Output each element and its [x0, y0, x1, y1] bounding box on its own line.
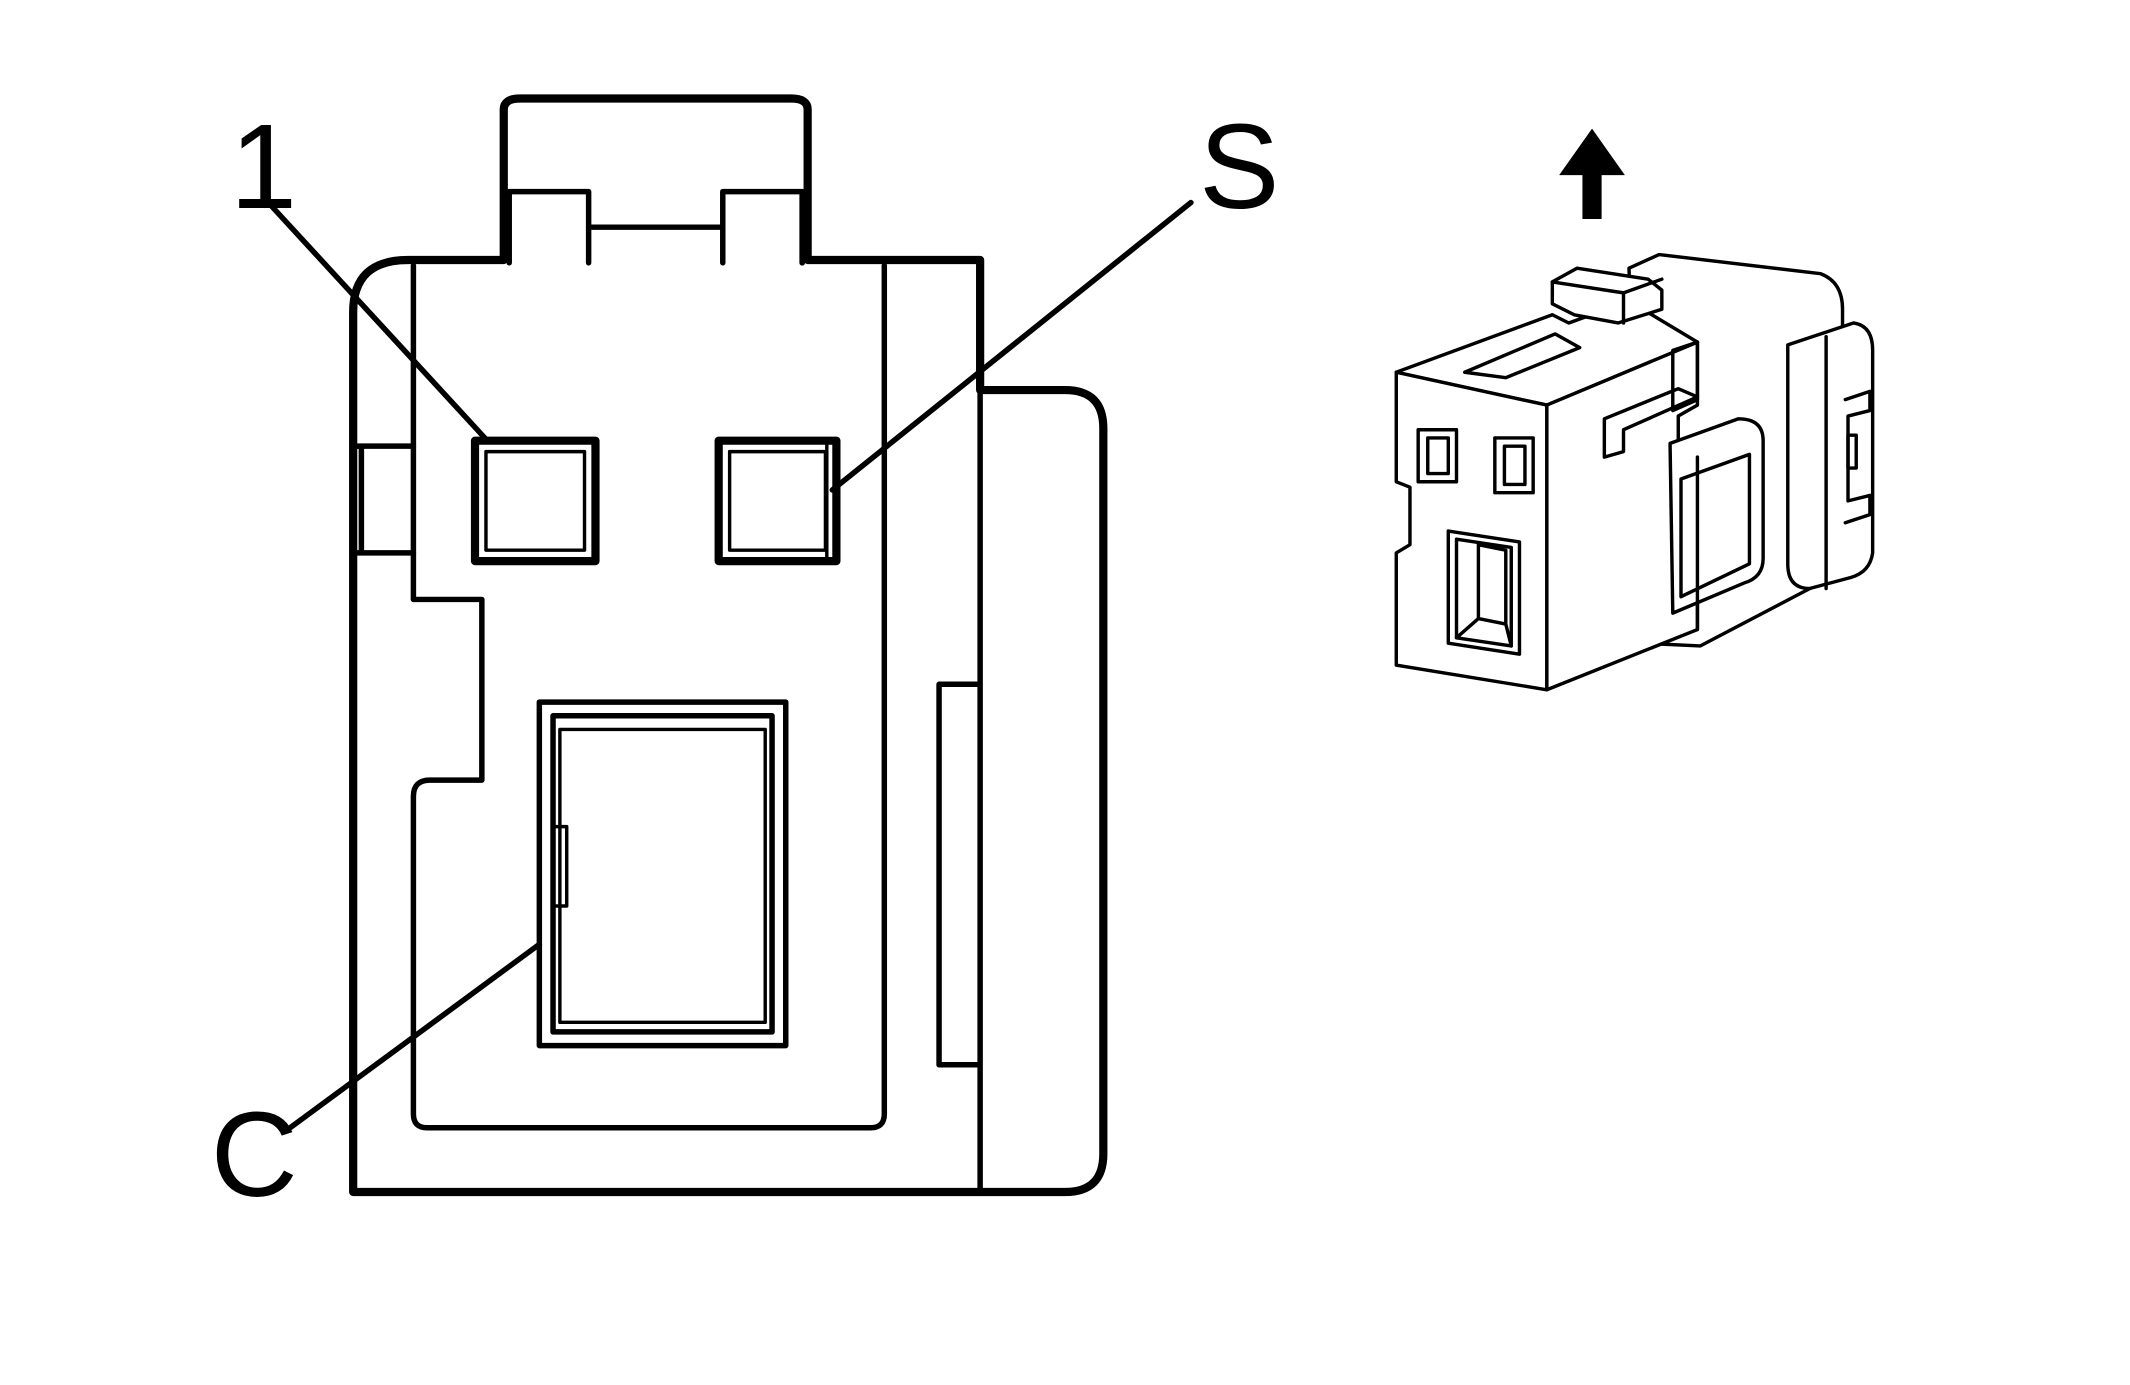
iso-side-cavity	[1668, 417, 1765, 615]
side-lock-tab	[936, 387, 983, 1195]
leader-line-c	[287, 941, 543, 1131]
iso-top-latch	[1550, 266, 1664, 325]
terminal-cavity-s	[714, 436, 841, 566]
terminal-cavity-c	[536, 699, 789, 1049]
label-terminal-c: C	[211, 1087, 298, 1222]
terminal-cavity-1	[470, 436, 600, 566]
outer-housing	[349, 94, 1108, 1197]
latch-detail	[506, 188, 805, 266]
left-ridge	[350, 443, 417, 556]
iso-cavity-s	[1493, 436, 1535, 495]
arrow-up-icon	[1559, 128, 1625, 219]
connector-face-view: 1 S C	[211, 94, 1280, 1222]
iso-lock-tab	[1786, 321, 1875, 591]
connector-iso-view	[1394, 128, 1875, 692]
leader-line-1	[265, 199, 491, 444]
inner-face	[410, 262, 888, 1131]
iso-cavity-1	[1416, 428, 1459, 484]
leader-line-s	[829, 199, 1194, 493]
iso-cavity-c	[1446, 529, 1522, 656]
label-terminal-1: 1	[230, 99, 297, 234]
label-terminal-s: S	[1199, 99, 1279, 234]
